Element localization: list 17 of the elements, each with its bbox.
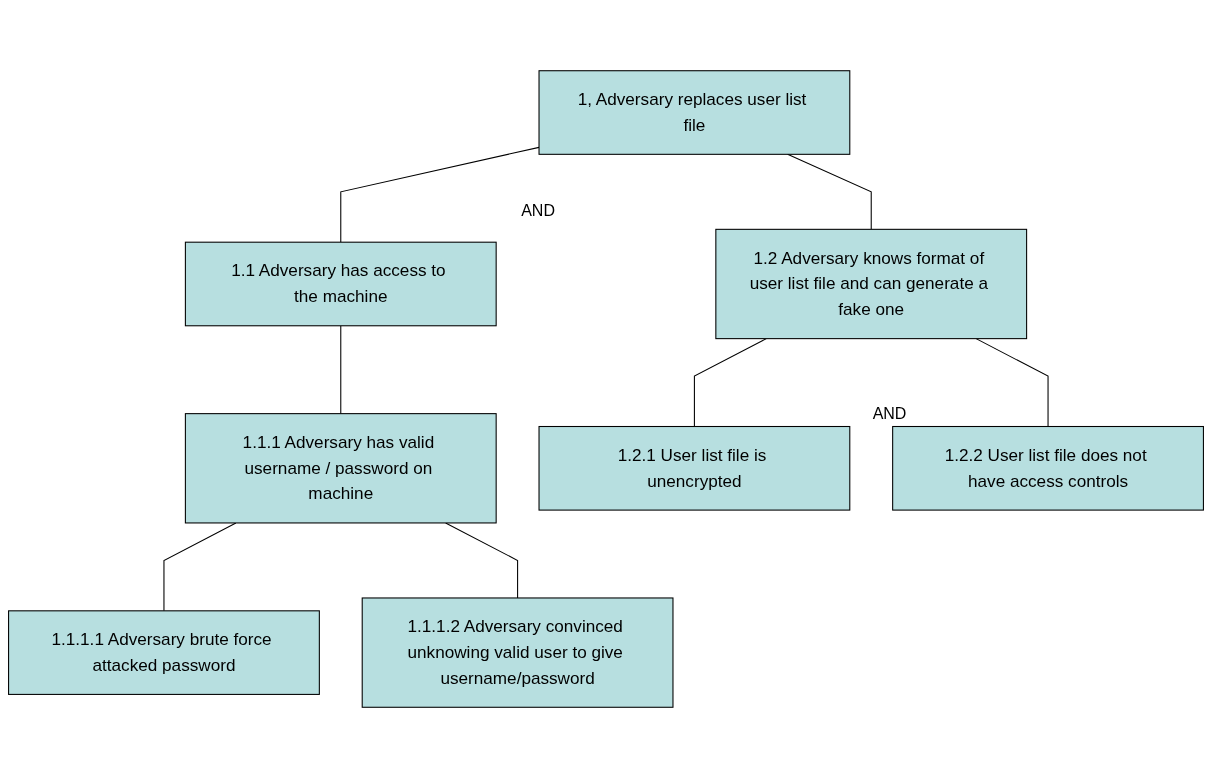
node-box: 1.2.1 User list file is unencrypted bbox=[538, 425, 851, 511]
node-box: 1, Adversary replaces user list file bbox=[538, 70, 851, 155]
connector bbox=[340, 146, 540, 243]
and-label: AND bbox=[872, 404, 907, 423]
connector bbox=[975, 338, 1049, 428]
node-box: 1.1.1 Adversary has valid username / password on machine bbox=[184, 413, 497, 524]
connector bbox=[163, 522, 237, 612]
node-box: 1.2 Adversary knows format of user list file and can generate a fake one bbox=[715, 228, 1028, 340]
connector bbox=[340, 325, 342, 415]
connector bbox=[693, 338, 767, 428]
connector bbox=[787, 153, 872, 230]
node-box: 1.1.1.2 Adversary convinced unknowing valid user to give username/password bbox=[361, 597, 674, 708]
connector bbox=[445, 522, 519, 599]
node-box: 1.1 Adversary has access to the machine bbox=[184, 241, 497, 327]
node-box: 1.1.1.1 Adversary brute force attacked password bbox=[8, 610, 320, 695]
node-box: 1.2.2 User list file does not have access controls bbox=[892, 425, 1204, 511]
and-label: AND bbox=[521, 202, 555, 221]
